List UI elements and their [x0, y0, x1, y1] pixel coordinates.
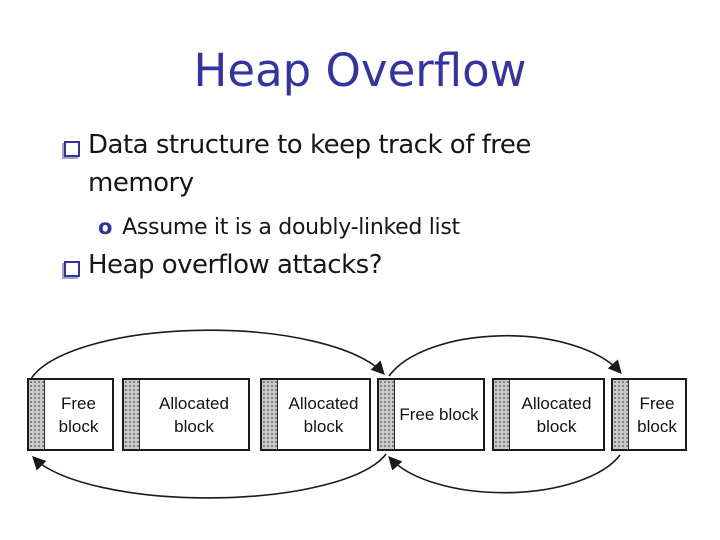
next-pointer-arc-left — [30, 329, 385, 380]
page-title: Heap Overflow — [193, 44, 527, 97]
memory-block-allocated-2: Allocated block — [260, 378, 371, 451]
block-label: Free block — [399, 405, 479, 424]
next-pointer-arc-right — [388, 334, 622, 377]
sub-bullet-text: Assume it is a doubly-linked list — [122, 215, 460, 240]
block-label: Allocated block — [159, 393, 229, 436]
memory-block-free-2: Free block — [377, 378, 485, 451]
bullet-item-2: Heap overflow attacks? — [88, 250, 383, 280]
memory-block-free-1: Free block — [27, 378, 114, 451]
block-label: Free block — [58, 393, 99, 436]
circle-bullet-icon: o — [98, 215, 113, 239]
boundary-tag-strip — [262, 380, 278, 449]
bullet-1-line-2: memory — [88, 168, 194, 198]
square-bullet-icon — [64, 141, 80, 157]
sub-bullet-item: o Assume it is a doubly-linked list — [98, 212, 460, 243]
prev-pointer-arc-right — [388, 454, 621, 494]
block-label: Allocated block — [521, 393, 592, 436]
boundary-tag-strip — [379, 380, 395, 449]
boundary-tag-strip — [124, 380, 140, 449]
memory-block-allocated-3: Allocated block — [492, 378, 605, 451]
boundary-tag-strip — [29, 380, 45, 449]
bullet-item-1: Data structure to keep track of free mem… — [88, 126, 531, 202]
prev-pointer-arc-left — [32, 453, 387, 499]
boundary-tag-strip — [613, 380, 629, 449]
square-bullet-icon — [64, 261, 80, 277]
boundary-tag-strip — [494, 380, 510, 449]
memory-block-allocated-1: Allocated block — [122, 378, 250, 451]
block-label: Allocated block — [288, 393, 359, 436]
memory-block-free-3: Free block — [611, 378, 687, 451]
bullet-1-line-1: Data structure to keep track of free — [88, 130, 531, 160]
block-label: Free block — [637, 393, 677, 436]
